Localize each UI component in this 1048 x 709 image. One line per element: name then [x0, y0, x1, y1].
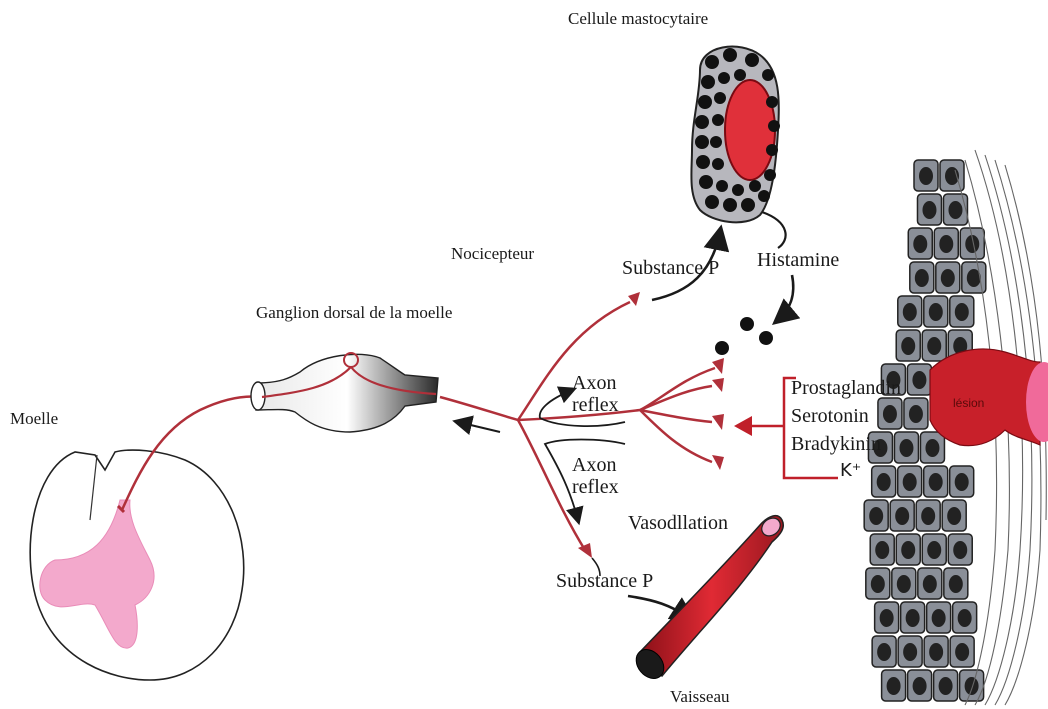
cell-nucleus [927, 337, 941, 355]
cell-nucleus [877, 643, 891, 661]
ganglion [251, 353, 438, 432]
label-ganglion: Ganglion dorsal de la moelle [256, 304, 452, 321]
cell-nucleus [883, 405, 897, 423]
peripheral-axon [440, 397, 518, 420]
cell-nucleus [919, 167, 933, 185]
cell-nucleus [880, 609, 894, 627]
spinal-cord [30, 450, 244, 680]
label-vaisseau: Vaisseau [670, 688, 729, 705]
cell-nucleus [895, 507, 909, 525]
cell-nucleus [922, 201, 936, 219]
cell-nucleus [955, 303, 969, 321]
cell-nucleus [965, 677, 979, 695]
label-nocicepteur: Nocicepteur [451, 245, 534, 262]
cell-nucleus [932, 609, 946, 627]
skin-tissue [864, 150, 1048, 705]
histamine-arrow-bottom [778, 275, 793, 320]
cell-nucleus [955, 473, 969, 491]
label-serotonin: Serotonin [791, 406, 869, 426]
cell-nucleus [897, 575, 911, 593]
cell-nucleus [929, 473, 943, 491]
cell-nucleus [939, 235, 953, 253]
label-substance-p-bottom: Substance P [556, 571, 653, 591]
cell-nucleus [925, 439, 939, 457]
cell-nucleus [958, 609, 972, 627]
cell-nucleus [871, 575, 885, 593]
label-axon-reflex-top: Axon reflex [572, 372, 619, 416]
cell-nucleus [923, 575, 937, 593]
cell-nucleus [912, 371, 926, 389]
cell-nucleus [913, 235, 927, 253]
label-substance-p-top: Substance P [622, 258, 719, 278]
label-cellule-mastocytaire: Cellule mastocytaire [568, 10, 708, 27]
cell-nucleus [909, 405, 923, 423]
cell-nucleus [913, 677, 927, 695]
label-bradykinin: Bradykinin [791, 434, 881, 454]
cell-nucleus [887, 677, 901, 695]
histamine-arrow-top [762, 212, 786, 248]
cell-nucleus [948, 201, 962, 219]
cell-nucleus [875, 541, 889, 559]
cell-nucleus [941, 269, 955, 287]
cell-nucleus [903, 303, 917, 321]
histamine-granules [715, 317, 773, 355]
cell-nucleus [947, 507, 961, 525]
cell-nucleus [915, 269, 929, 287]
label-histamine: Histamine [757, 250, 839, 270]
antidromic-arrow [458, 422, 500, 432]
cell-nucleus [939, 677, 953, 695]
cell-nucleus [901, 541, 915, 559]
cell-nucleus [955, 643, 969, 661]
cell-nucleus [929, 303, 943, 321]
label-moelle: Moelle [10, 410, 58, 427]
lesion-area [930, 349, 1040, 446]
cell-nucleus [921, 507, 935, 525]
mediator-arrowhead [734, 416, 752, 436]
cell-nucleus [869, 507, 883, 525]
mast-cell [691, 47, 780, 223]
cell-nucleus [927, 541, 941, 559]
label-lesion: lésion [953, 396, 984, 410]
cell-nucleus [953, 541, 967, 559]
cell-nucleus [903, 643, 917, 661]
label-prostaglandin: Prostaglandin [791, 378, 901, 398]
cell-nucleus [949, 575, 963, 593]
cell-nucleus [929, 643, 943, 661]
cell-nucleus [903, 473, 917, 491]
label-potassium: K⁺ [840, 462, 861, 480]
label-axon-reflex-bottom: Axon reflex [572, 454, 619, 498]
cell-nucleus [877, 473, 891, 491]
label-vasodilation: Vasodllation [628, 513, 728, 533]
cell-nucleus [906, 609, 920, 627]
cell-nucleus [901, 337, 915, 355]
cell-nucleus [899, 439, 913, 457]
blood-vessel [631, 514, 784, 684]
